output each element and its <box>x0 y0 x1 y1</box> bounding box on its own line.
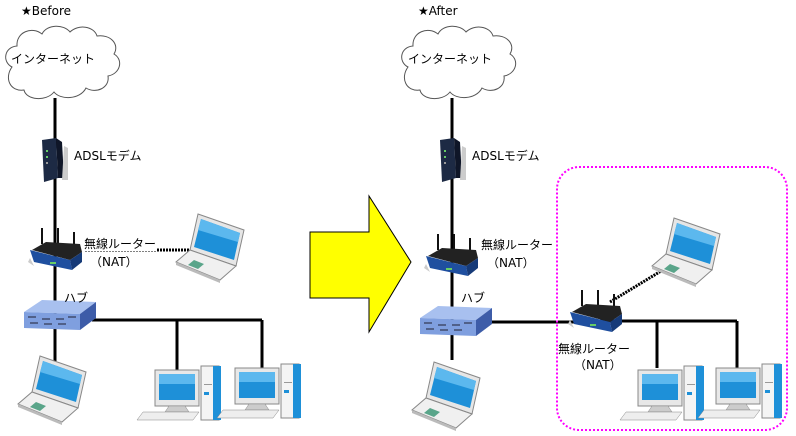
before-modem-icon <box>42 138 68 182</box>
after-pc-2-icon <box>697 363 783 419</box>
after-new-router-nat-label: （NAT） <box>574 358 622 372</box>
after-heading: ★After <box>418 4 458 18</box>
before-router-nat-label: （NAT） <box>90 255 138 269</box>
after-modem-icon <box>440 138 466 182</box>
after-internet-label: インターネット <box>408 52 493 66</box>
after-new-router-icon <box>567 289 623 333</box>
after-router-nat-label: （NAT） <box>487 256 535 270</box>
before-pc-2-icon <box>216 363 302 419</box>
after-hub-icon <box>419 305 493 337</box>
transition-arrow <box>309 194 412 334</box>
before-wireless-laptop-icon <box>175 213 245 284</box>
before-hub-label: ハブ <box>64 291 89 305</box>
before-router-label: 無線ルーター <box>84 237 157 251</box>
new-segment-highlight <box>556 166 788 431</box>
before-wired-laptop-icon <box>17 355 87 426</box>
after-router-label: 無線ルーター <box>481 238 554 252</box>
after-new-router-label: 無線ルーター <box>558 342 631 356</box>
after-modem-label: ADSLモデム <box>472 149 540 163</box>
after-pc-1-icon <box>619 365 705 421</box>
after-wireless-laptop-icon <box>651 217 721 288</box>
after-wired-laptop-icon <box>411 361 481 432</box>
before-internet-label: インターネット <box>11 52 96 66</box>
before-heading: ★Before <box>21 4 71 18</box>
before-pc-1-icon <box>136 365 222 421</box>
after-hub-label: ハブ <box>461 291 486 305</box>
before-modem-label: ADSLモデム <box>74 149 142 163</box>
